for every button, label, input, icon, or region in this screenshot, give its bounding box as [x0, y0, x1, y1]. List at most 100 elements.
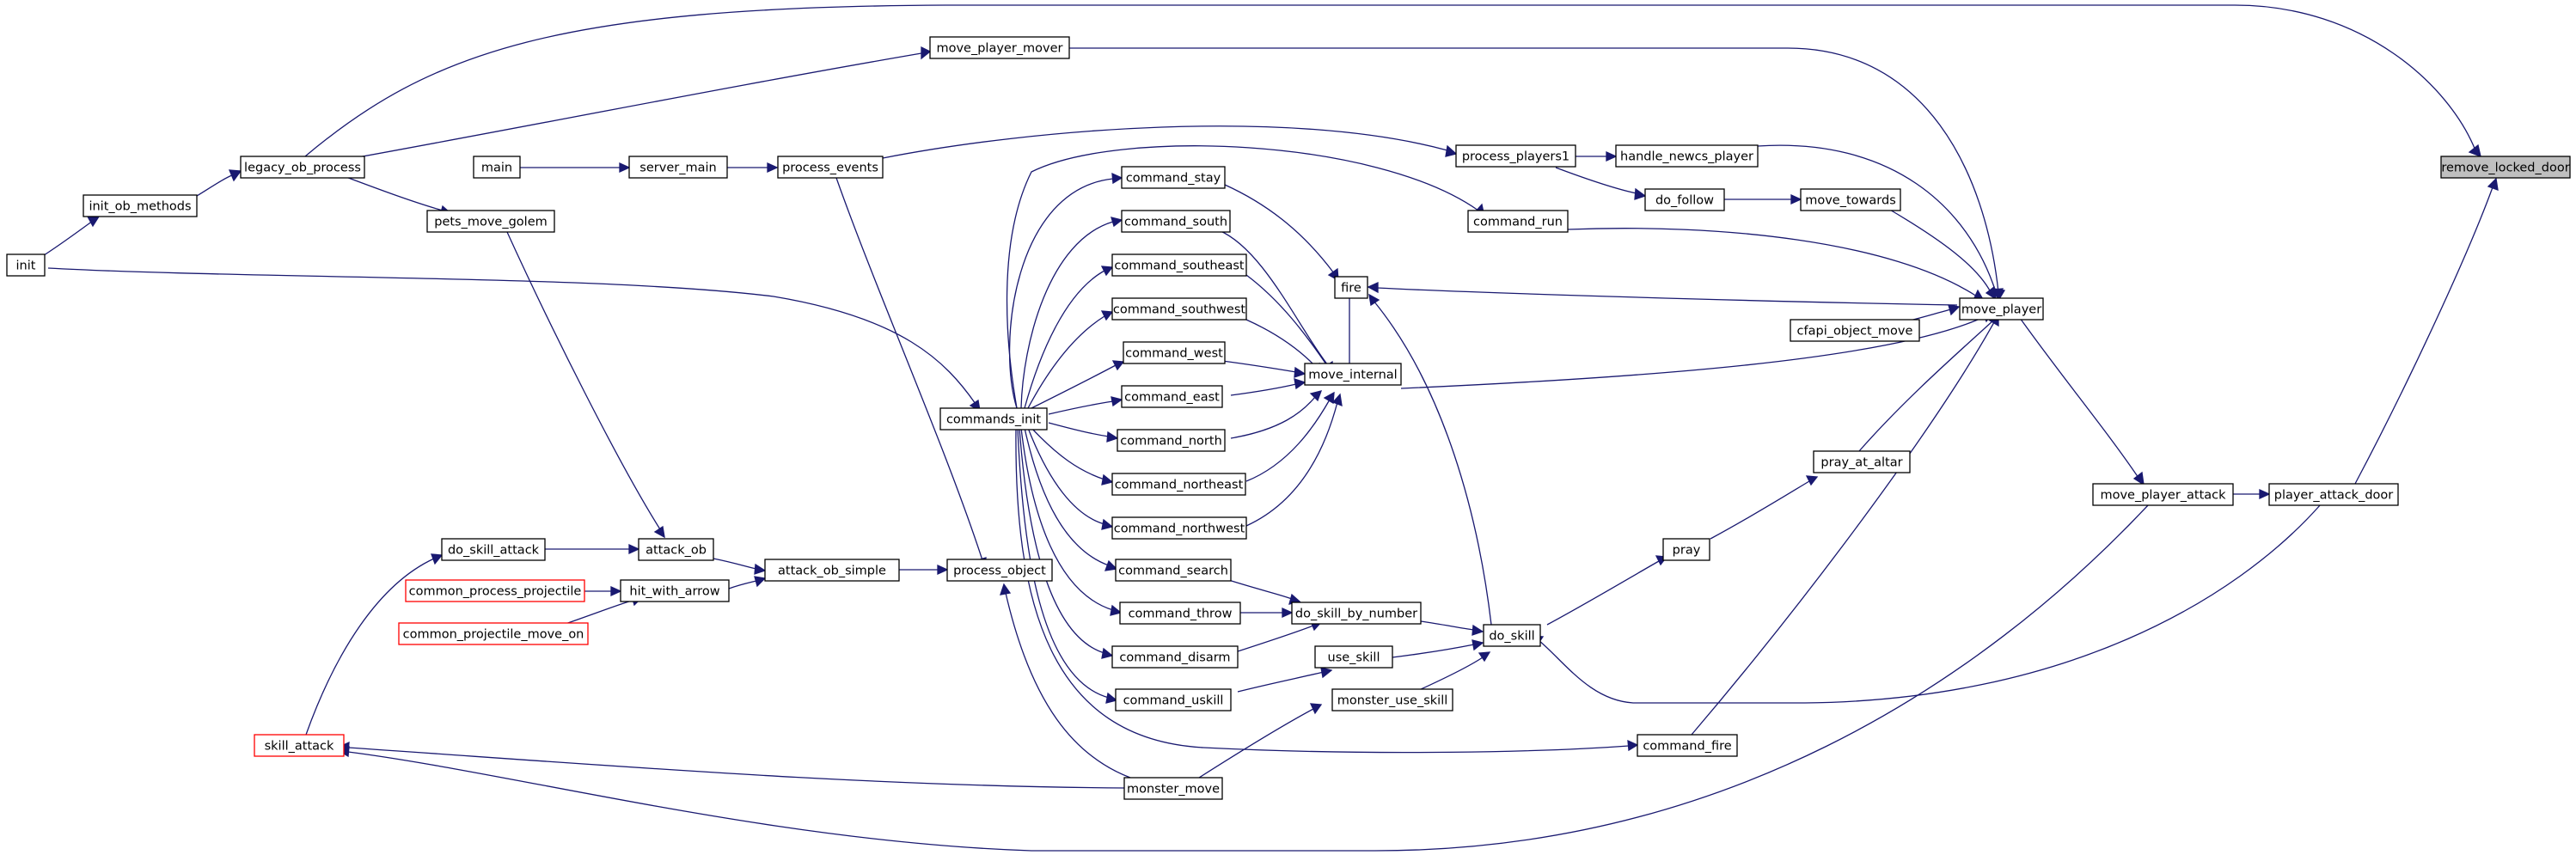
node-box: [2092, 483, 2234, 506]
node-process-object[interactable]: process_object: [946, 559, 1053, 582]
edge-command-northeast-to-move-internal: [1245, 391, 1335, 482]
edge-move-player-to-move-player-attack: [2019, 317, 2145, 486]
node-label: command_disarm: [1119, 651, 1230, 665]
node-command-northeast[interactable]: command_northeast: [1111, 473, 1246, 496]
node-pray[interactable]: pray: [1662, 538, 1710, 561]
node-process-events[interactable]: process_events: [777, 156, 884, 179]
node-command-north[interactable]: command_north: [1117, 429, 1226, 452]
node-label: move_player_mover: [936, 42, 1062, 56]
edge-move-player-to-fire: [1367, 281, 1958, 306]
edge-command-disarm-to-do-skill-by-number: [1237, 620, 1323, 652]
node-server-main[interactable]: server_main: [628, 156, 728, 179]
edge-command-southeast-to-move-internal: [1245, 274, 1333, 376]
edges: [40, 4, 2499, 852]
node-monster-use-skill[interactable]: monster_use_skill: [1331, 688, 1453, 711]
node-pray-at-altar[interactable]: pray_at_altar: [1813, 450, 1911, 473]
node-init[interactable]: init: [6, 253, 46, 277]
node-move-towards[interactable]: move_towards: [1800, 188, 1901, 211]
node-main[interactable]: main: [473, 156, 521, 179]
node-box: [1117, 429, 1226, 452]
node-command-run[interactable]: command_run: [1467, 210, 1569, 233]
node-label: do_skill_by_number: [1295, 608, 1417, 621]
edge-server-main-to-process-events: [727, 162, 779, 174]
node-init-ob-methods[interactable]: init_ob_methods: [83, 194, 198, 217]
edge-process-players1-to-do-follow: [1555, 167, 1647, 200]
node-command-fire[interactable]: command_fire: [1637, 734, 1738, 757]
node-box: [405, 579, 585, 602]
edge-player-attack-door-to-remove-locked-door: [2354, 177, 2499, 485]
node-label: process_object: [953, 565, 1046, 578]
edge-command-east-to-move-internal: [1230, 378, 1306, 396]
node-command-stay[interactable]: command_stay: [1121, 166, 1226, 189]
node-label: do_follow: [1655, 194, 1714, 208]
node-label: common_projectile_move_on: [403, 628, 584, 642]
edge-fire-to-move-internal: [1343, 296, 1355, 376]
node-box: [1111, 645, 1239, 669]
node-command-disarm[interactable]: command_disarm: [1111, 645, 1239, 669]
node-process-players1[interactable]: process_players1: [1455, 144, 1576, 168]
node-label: do_skill_attack: [448, 544, 540, 558]
edge-legacy-ob-process-to-move-player-mover: [343, 46, 932, 161]
node-do-skill-by-number[interactable]: do_skill_by_number: [1291, 602, 1422, 625]
node-command-southeast[interactable]: command_southeast: [1111, 253, 1247, 277]
node-box: [628, 156, 728, 179]
node-common-process-projectile[interactable]: common_process_projectile: [405, 579, 585, 602]
node-attack-ob-simple[interactable]: attack_ob_simple: [764, 559, 900, 582]
node-do-skill-attack[interactable]: do_skill_attack: [441, 538, 546, 561]
node-label: cfapi_object_move: [1797, 325, 1913, 339]
edge-do-follow-to-move-towards: [1724, 193, 1802, 205]
edge-pets-move-golem-to-attack-ob: [506, 231, 665, 539]
node-skill-attack[interactable]: skill_attack: [254, 734, 345, 757]
edge-commands-init-to-command-east: [1048, 396, 1123, 415]
node-box: [1111, 473, 1246, 496]
edge-command-west-to-move-internal: [1221, 360, 1306, 378]
node-do-follow[interactable]: do_follow: [1644, 188, 1725, 211]
node-do-skill[interactable]: do_skill: [1483, 624, 1541, 647]
node-handle-newcs-player[interactable]: handle_newcs_player: [1615, 144, 1759, 168]
node-command-northwest[interactable]: command_northwest: [1111, 516, 1247, 540]
node-label: remove_locked_door: [2441, 162, 2569, 175]
node-label: init: [16, 260, 36, 273]
node-label: legacy_ob_process: [244, 162, 361, 175]
node-commands-init[interactable]: commands_init: [939, 407, 1048, 431]
node-command-southwest[interactable]: command_southwest: [1111, 297, 1247, 321]
node-move-player-attack[interactable]: move_player_attack: [2092, 483, 2234, 506]
node-command-throw[interactable]: command_throw: [1119, 602, 1241, 625]
node-remove-locked-door[interactable]: remove_locked_door: [2440, 156, 2571, 179]
edge-do-skill-to-pray: [1546, 555, 1668, 626]
node-box: [1790, 319, 1920, 342]
node-move-player-mover[interactable]: move_player_mover: [929, 36, 1070, 59]
node-player-attack-door[interactable]: player_attack_door: [2268, 483, 2399, 506]
node-move-player[interactable]: move_player: [1959, 297, 2044, 321]
node-box: [1304, 363, 1402, 386]
node-monster-move[interactable]: monster_move: [1123, 777, 1223, 800]
edge-move-towards-to-move-player: [1888, 208, 1997, 301]
edge-monster-move-to-process-object: [1000, 583, 1131, 779]
node-move-internal[interactable]: move_internal: [1304, 363, 1402, 386]
edge-commands-init-to-command-northwest: [1027, 427, 1114, 530]
node-label: main: [481, 162, 512, 175]
node-legacy-ob-process[interactable]: legacy_ob_process: [240, 156, 365, 179]
edge-attack-ob-to-attack-ob-simple: [713, 558, 767, 575]
node-cfapi-object-move[interactable]: cfapi_object_move: [1790, 319, 1920, 342]
node-attack-ob[interactable]: attack_ob: [638, 538, 714, 561]
node-command-south[interactable]: command_south: [1121, 210, 1231, 233]
node-pets-move-golem[interactable]: pets_move_golem: [426, 210, 555, 233]
node-use-skill[interactable]: use_skill: [1314, 645, 1393, 669]
edge-commands-init-to-command-search: [1024, 427, 1118, 571]
node-fire[interactable]: fire: [1334, 276, 1368, 299]
node-label: attack_ob_simple: [778, 565, 886, 578]
node-command-uskill[interactable]: command_uskill: [1115, 688, 1232, 711]
node-box: [441, 538, 546, 561]
node-hit-with-arrow[interactable]: hit_with_arrow: [620, 579, 730, 602]
node-command-search[interactable]: command_search: [1115, 559, 1232, 582]
node-box: [254, 734, 345, 757]
node-command-west[interactable]: command_west: [1123, 341, 1226, 364]
node-box: [2440, 156, 2571, 179]
node-command-east[interactable]: command_east: [1121, 385, 1223, 408]
node-common-projectile-move-on[interactable]: common_projectile_move_on: [398, 622, 589, 645]
node-label: common_process_projectile: [409, 585, 582, 599]
node-box: [1467, 210, 1569, 233]
node-box: [1662, 538, 1710, 561]
